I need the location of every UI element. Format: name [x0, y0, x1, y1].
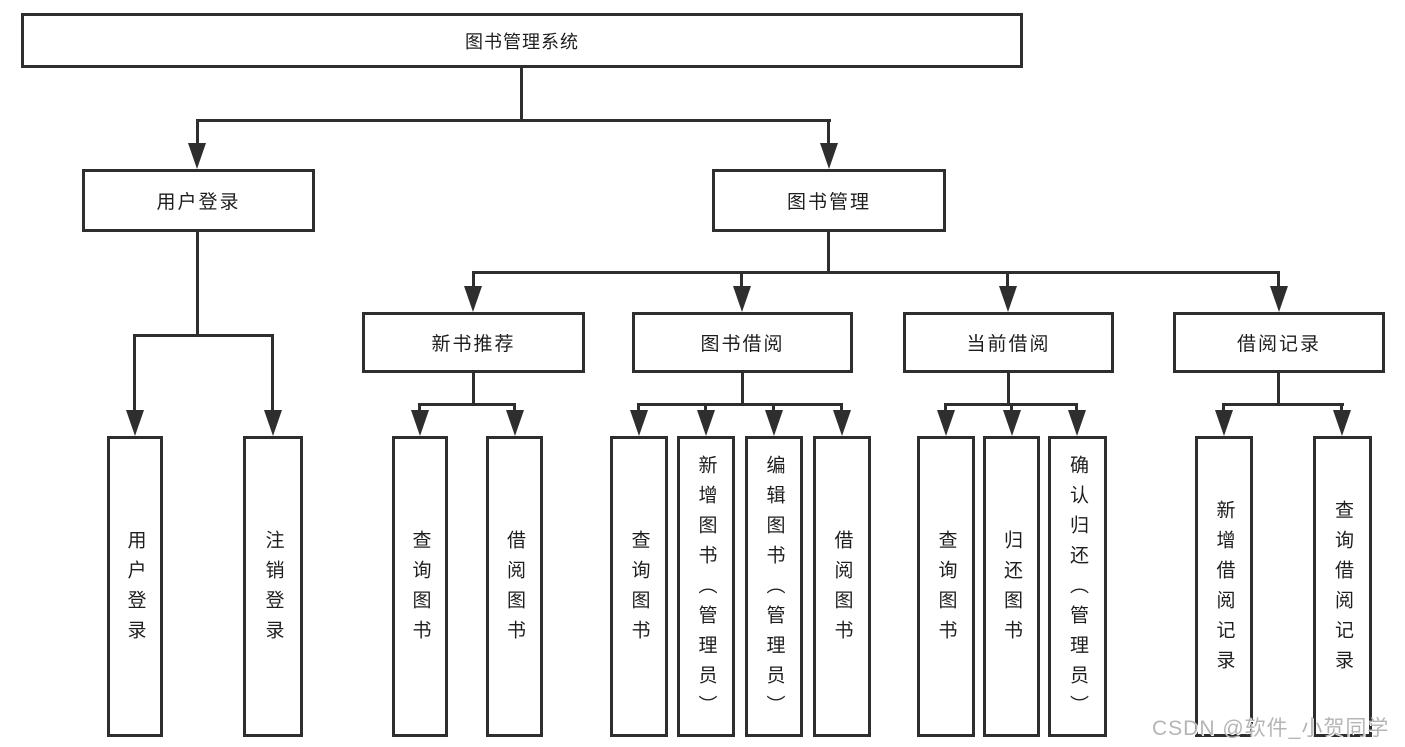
- arrow-down-icon: [937, 410, 955, 436]
- arrow-down-icon: [1270, 286, 1288, 312]
- connector-stub: [704, 403, 707, 413]
- node-borrow-records-label: 借阅记录: [1236, 334, 1321, 355]
- connector-records-drop: [1277, 373, 1280, 406]
- connector-stub: [1010, 403, 1013, 413]
- connector-stub: [1075, 403, 1078, 413]
- arrow-down-icon: [999, 286, 1017, 312]
- connector-recommend-split: [418, 403, 516, 406]
- leaf-label: 查询借阅记录: [1332, 499, 1353, 680]
- arrow-down-icon: [1068, 410, 1086, 436]
- connector-borrow-drop: [741, 373, 744, 406]
- arrow-down-icon: [630, 410, 648, 436]
- node-user-login: 用户登录: [82, 169, 315, 232]
- connector-stub: [944, 403, 947, 413]
- arrow-down-icon: [126, 410, 144, 436]
- leaf-label: 查询图书: [628, 529, 650, 650]
- connector-stub: [1222, 403, 1225, 413]
- connector-records-split: [1222, 403, 1344, 406]
- leaf-label: 新增借阅记录: [1213, 499, 1235, 680]
- leaf-logout: 注销登录: [243, 436, 303, 737]
- arrow-down-icon: [820, 143, 838, 169]
- arrow-down-icon: [1003, 410, 1021, 436]
- connector-recommend-drop: [472, 373, 475, 406]
- connector-stub: [840, 403, 843, 413]
- arrow-down-icon: [697, 410, 715, 436]
- leaf-recommend-borrow-books: 借阅图书: [486, 436, 543, 737]
- connector-to-current: [1006, 271, 1009, 289]
- leaf-records-add-record: 新增借阅记录: [1195, 436, 1253, 737]
- leaf-current-return-books: 归还图书: [983, 436, 1040, 737]
- leaf-label: 新增图书（管理员）: [695, 454, 717, 725]
- connector-login-split: [133, 334, 274, 337]
- node-current-borrow-label: 当前借阅: [966, 334, 1051, 355]
- node-book-borrow: 图书借阅: [632, 312, 853, 373]
- connector-login-drop: [196, 232, 199, 337]
- connector-to-user-login: [196, 119, 199, 147]
- connector-stub: [513, 403, 516, 413]
- connector-root-drop: [520, 68, 523, 120]
- node-book-borrow-label: 图书借阅: [700, 334, 785, 355]
- arrow-down-icon: [1215, 410, 1233, 436]
- connector-to-borrow: [740, 271, 743, 289]
- connector-stub: [772, 403, 775, 413]
- arrow-down-icon: [506, 410, 524, 436]
- connector-to-book-management: [827, 119, 830, 147]
- arrow-down-icon: [765, 410, 783, 436]
- leaf-borrow-edit-books-admin: 编辑图书（管理员）: [745, 436, 803, 737]
- node-current-borrow: 当前借阅: [903, 312, 1114, 373]
- csdn-watermark: CSDN @软件_小贺同学: [1152, 717, 1390, 740]
- connector-stub: [637, 403, 640, 413]
- connector-manage-split: [472, 271, 1280, 274]
- leaf-logout-label: 注销登录: [262, 529, 284, 650]
- leaf-label: 查询图书: [409, 529, 431, 650]
- leaf-label: 确认归还（管理员）: [1067, 454, 1088, 725]
- leaf-current-query-books: 查询图书: [917, 436, 975, 737]
- leaf-label: 借阅图书: [831, 529, 853, 650]
- connector-to-records: [1277, 271, 1280, 289]
- connector-manage-drop: [827, 232, 830, 272]
- connector-root-split: [196, 119, 831, 122]
- leaf-label: 编辑图书（管理员）: [763, 454, 785, 725]
- connector-to-recommend: [472, 271, 475, 289]
- arrow-down-icon: [464, 286, 482, 312]
- connector-stub: [418, 403, 421, 413]
- node-user-login-label: 用户登录: [156, 192, 241, 213]
- node-new-book-recommend: 新书推荐: [362, 312, 585, 373]
- leaf-records-query-record: 查询借阅记录: [1313, 436, 1372, 737]
- leaf-user-login-label: 用户登录: [124, 529, 146, 650]
- node-book-management-label: 图书管理: [786, 192, 871, 213]
- connector-stub: [1340, 403, 1343, 413]
- arrow-down-icon: [264, 410, 282, 436]
- leaf-label: 借阅图书: [504, 529, 525, 650]
- node-new-book-recommend-label: 新书推荐: [431, 334, 516, 355]
- arrow-down-icon: [733, 286, 751, 312]
- leaf-label: 查询图书: [935, 529, 957, 650]
- node-library-system: 图书管理系统: [21, 13, 1023, 68]
- leaf-borrow-borrow-books: 借阅图书: [813, 436, 871, 737]
- leaf-recommend-query-books: 查询图书: [392, 436, 448, 737]
- leaf-borrow-query-books: 查询图书: [610, 436, 668, 737]
- arrow-down-icon: [188, 143, 206, 169]
- leaf-borrow-add-books-admin: 新增图书（管理员）: [677, 436, 735, 737]
- leaf-label: 归还图书: [1001, 529, 1022, 650]
- node-library-system-label: 图书管理系统: [465, 31, 579, 52]
- connector-to-leaf-logout: [271, 334, 274, 414]
- arrow-down-icon: [1333, 410, 1351, 436]
- connector-current-drop: [1007, 373, 1010, 406]
- leaf-user-login: 用户登录: [107, 436, 163, 737]
- connector-to-leaf-login: [133, 334, 136, 414]
- node-book-management: 图书管理: [712, 169, 946, 232]
- node-borrow-records: 借阅记录: [1173, 312, 1385, 373]
- arrow-down-icon: [833, 410, 851, 436]
- arrow-down-icon: [411, 410, 429, 436]
- leaf-current-confirm-return-admin: 确认归还（管理员）: [1048, 436, 1107, 737]
- connector-borrow-split: [637, 403, 843, 406]
